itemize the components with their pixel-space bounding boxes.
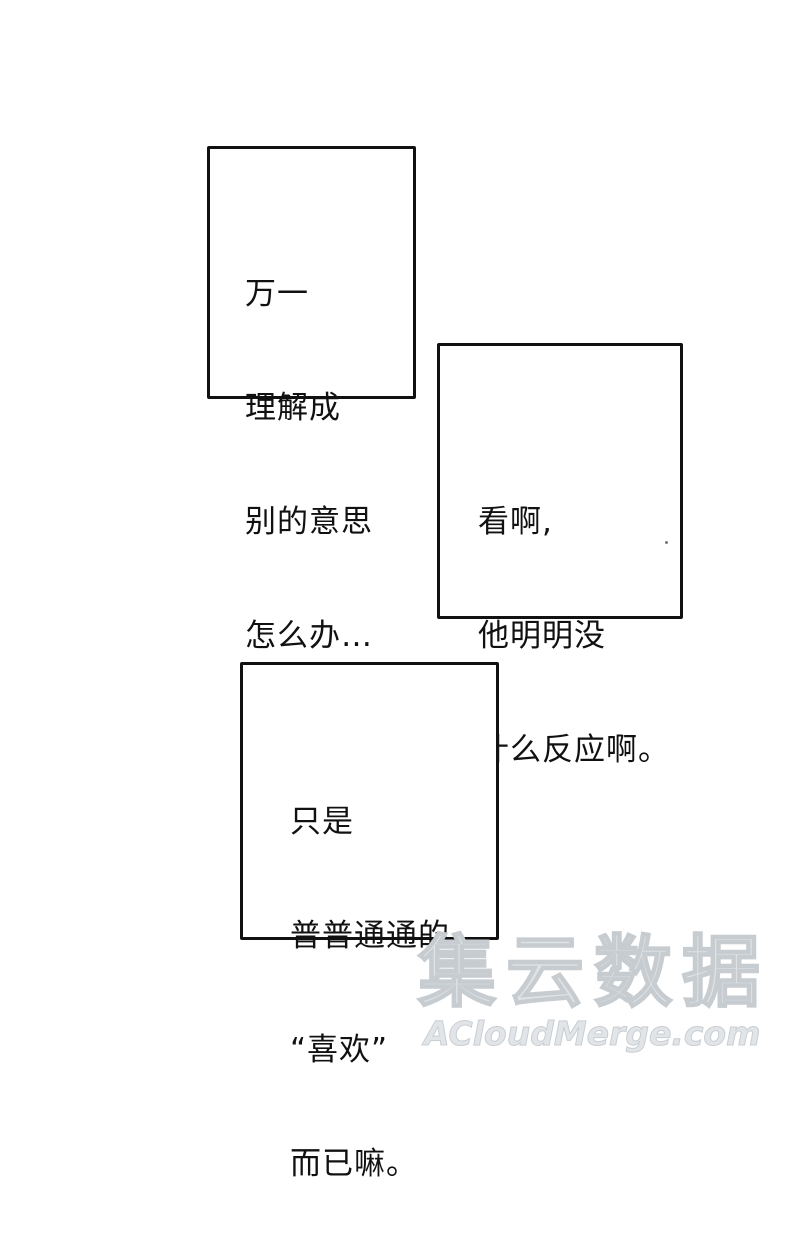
caption-line: 别的意思 xyxy=(245,504,373,540)
watermark: 集云数据 ACloudMerge.com xyxy=(410,928,790,1060)
caption-line: 普普通通的 xyxy=(290,918,450,954)
caption-line: 他明明没 xyxy=(478,618,606,654)
caption-box-1: 万一 理解成 别的意思 怎么办… xyxy=(207,146,416,654)
stray-dot xyxy=(665,541,668,544)
caption-line: 只是 xyxy=(290,804,354,840)
caption-text-2: 看啊, 他明明没 什么反应啊。 xyxy=(478,427,670,845)
caption-line: 理解成 xyxy=(245,390,341,426)
watermark-english-text: ACloudMerge.com xyxy=(424,1014,761,1054)
caption-line: 而已嘛。 xyxy=(290,1146,418,1182)
caption-text-1: 万一 理解成 别的意思 怎么办… xyxy=(245,199,373,731)
caption-box-2: 看啊, 他明明没 什么反应啊。 xyxy=(437,343,683,768)
caption-line: 万一 xyxy=(245,276,309,312)
caption-line: 看啊, xyxy=(478,504,553,540)
caption-line: “喜欢” xyxy=(290,1032,389,1068)
caption-line: 怎么办… xyxy=(245,618,373,654)
watermark-chinese-text: 集云数据 xyxy=(417,928,771,1018)
caption-line: 什么反应啊。 xyxy=(478,732,670,768)
caption-box-3: 只是 普普通通的 “喜欢” 而已嘛。 xyxy=(240,662,499,1182)
